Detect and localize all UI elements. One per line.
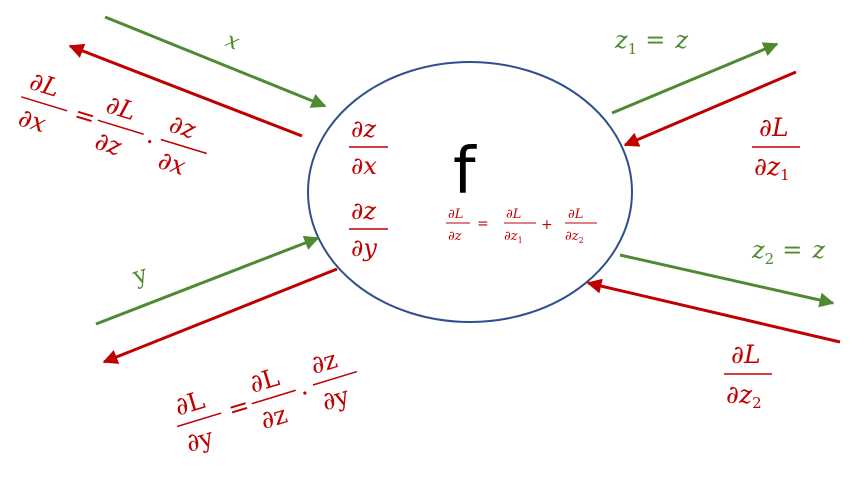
svg-text:∂L: ∂L — [26, 66, 63, 102]
svg-text:∂z: ∂z — [307, 345, 340, 380]
svg-text:∂y: ∂y — [351, 234, 377, 262]
upstream-gradient-dL-dz1: ∂L ∂z1 — [752, 113, 800, 184]
svg-text:∂L: ∂L — [506, 207, 521, 222]
svg-text:=: = — [71, 99, 100, 133]
svg-text:=: = — [224, 390, 253, 424]
local-gradient-dz-dx: ∂z ∂x — [349, 115, 388, 180]
backward-arrow-z1 — [623, 70, 797, 147]
summed-gradient-equation: ∂L ∂z = ∂L ∂z1 + ∂L ∂z2 — [446, 207, 597, 245]
chain-rule-dL-dy: ∂L ∂y = ∂L ∂z · ∂z ∂y — [171, 345, 358, 458]
svg-text:∂x: ∂x — [351, 152, 377, 180]
svg-text:∂L: ∂L — [731, 340, 761, 369]
function-node — [307, 61, 633, 323]
svg-text:∂z: ∂z — [351, 197, 376, 225]
svg-text:·: · — [142, 127, 158, 157]
svg-text:∂L: ∂L — [103, 90, 140, 126]
svg-text:∂z: ∂z — [257, 400, 290, 435]
svg-text:∂z: ∂z — [448, 229, 462, 244]
input-label-y: y — [128, 259, 151, 290]
svg-text:∂z1: ∂z1 — [504, 229, 523, 245]
svg-text:∂z: ∂z — [92, 126, 126, 162]
svg-text:=: = — [477, 216, 489, 232]
svg-text:∂z: ∂z — [166, 109, 200, 145]
backward-arrow-z2 — [586, 278, 841, 344]
svg-text:∂x: ∂x — [155, 145, 189, 181]
forward-arrow-x — [104, 15, 327, 108]
forward-arrow-z1 — [611, 42, 779, 115]
upstream-gradient-dL-dz2: ∂L ∂z2 — [724, 340, 772, 412]
svg-text:∂z2: ∂z2 — [565, 229, 584, 245]
svg-text:∂z2: ∂z2 — [726, 380, 762, 412]
svg-text:∂z: ∂z — [351, 115, 376, 143]
svg-text:·: · — [297, 378, 313, 408]
function-label: f — [453, 135, 477, 209]
input-label-x: x — [222, 28, 243, 56]
svg-text:∂z1: ∂z1 — [754, 152, 790, 184]
chain-rule-dL-dx: ∂L ∂x = ∂L ∂z · ∂z ∂x — [15, 66, 207, 181]
backward-arrow-y — [102, 267, 338, 364]
svg-text:∂L: ∂L — [759, 113, 789, 142]
svg-text:∂L: ∂L — [568, 207, 583, 222]
local-gradient-dz-dy: ∂z ∂y — [349, 197, 388, 262]
backward-arrow-x — [68, 43, 303, 138]
svg-text:∂L: ∂L — [448, 207, 463, 222]
svg-text:+: + — [541, 217, 553, 233]
output-label-z1-eq-z: z1=z — [614, 26, 688, 58]
output-label-z2-eq-z: z2=z — [751, 236, 825, 268]
forward-arrow-y — [95, 235, 320, 326]
svg-text:∂L: ∂L — [246, 362, 283, 398]
svg-text:∂L: ∂L — [171, 385, 208, 421]
svg-text:∂x: ∂x — [15, 103, 49, 139]
forward-arrow-z2 — [619, 253, 835, 308]
svg-text:∂y: ∂y — [318, 380, 353, 416]
svg-text:∂y: ∂y — [182, 422, 217, 458]
